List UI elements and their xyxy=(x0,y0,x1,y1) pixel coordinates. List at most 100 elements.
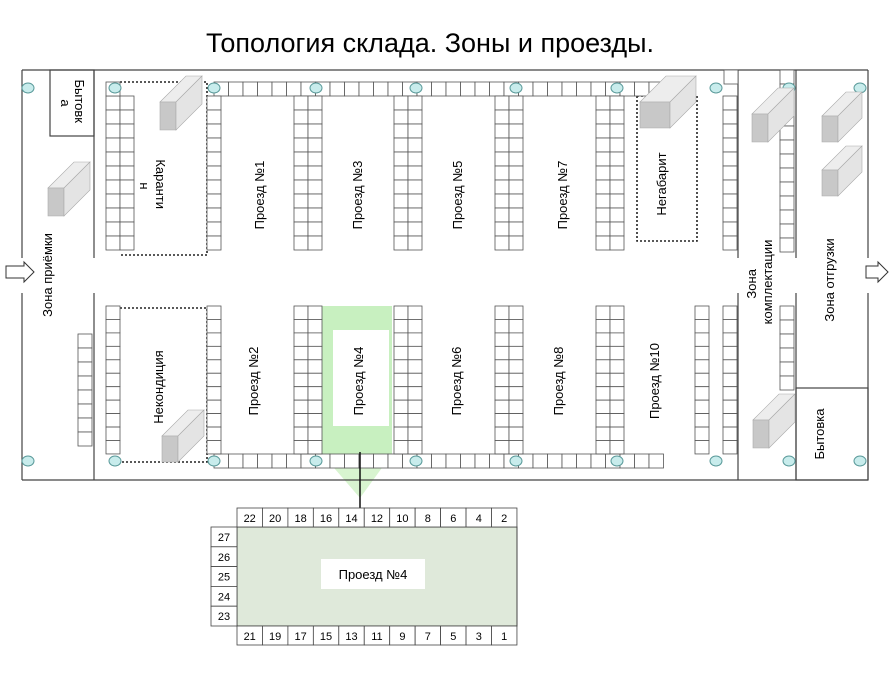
detail-aisle-label: Проезд №4 xyxy=(339,567,408,582)
aisle-3-label: Проезд №3 xyxy=(350,161,365,230)
column-17 xyxy=(709,455,723,467)
detail-top-cell-number: 16 xyxy=(320,513,332,525)
rack-bottom-column-1 xyxy=(206,305,222,455)
aisle-4-label-box xyxy=(333,330,389,426)
column-1 xyxy=(108,82,122,94)
box-oversize xyxy=(639,75,697,129)
detail-bottom-cell-number: 15 xyxy=(320,631,332,643)
column-15 xyxy=(509,455,523,467)
column-14 xyxy=(409,455,423,467)
detail-side-cell-number: 26 xyxy=(218,552,230,564)
detail-label-box xyxy=(321,559,425,589)
column-16 xyxy=(610,455,624,467)
detail-side-cell-number: 27 xyxy=(218,532,230,544)
column-2 xyxy=(207,82,221,94)
detail-bottom-cell-number: 1 xyxy=(501,631,507,643)
aisle-10-label: Проезд №10 xyxy=(647,343,662,419)
detail-bottom-cell-number: 21 xyxy=(244,631,256,643)
rack-bottom-column-2 xyxy=(293,305,323,455)
rack-bottom-column-7 xyxy=(722,305,738,455)
detail-side-cell-number: 23 xyxy=(218,611,230,623)
rack-top-column-4 xyxy=(494,95,524,251)
aisle-7-label: Проезд №7 xyxy=(555,161,570,230)
column-11 xyxy=(108,455,122,467)
rack-top-column-1 xyxy=(206,95,222,251)
building-walls xyxy=(21,69,869,481)
rack-bottom-column-0 xyxy=(105,305,121,455)
detail-top-cell-number: 4 xyxy=(476,513,482,525)
box-quarantine xyxy=(159,75,203,131)
box-shipping-1 xyxy=(821,91,863,143)
column-12 xyxy=(207,455,221,467)
detail-side-cell-number: 24 xyxy=(218,591,230,603)
rack-bottom-row xyxy=(213,453,664,469)
column-5 xyxy=(509,82,523,94)
rack-picking-top xyxy=(723,69,739,85)
page-title: Топология склада. Зоны и проезды. xyxy=(206,28,654,58)
detail-top-cell-number: 20 xyxy=(269,513,281,525)
box-receiving xyxy=(47,161,91,217)
zone-oversize-label: Негабарит xyxy=(654,152,669,215)
detail-bottom-cell-number: 13 xyxy=(345,631,357,643)
column-4 xyxy=(409,82,423,94)
detail-bottom-cell-number: 19 xyxy=(269,631,281,643)
column-18 xyxy=(782,455,796,467)
aisle-2-label: Проезд №2 xyxy=(246,347,261,416)
rack-bottom-column-5 xyxy=(595,305,625,455)
rack-picking-bottom xyxy=(779,305,795,391)
detail-side-cell xyxy=(210,605,238,627)
detail-top-cell-number: 2 xyxy=(501,513,507,525)
box-picking-top xyxy=(751,87,795,143)
rack-top-column-5 xyxy=(595,95,625,251)
zone-receiving-label: Зона приёмки xyxy=(40,233,55,317)
rack-grids xyxy=(77,69,795,469)
detail-bottom-cell-number: 5 xyxy=(450,631,456,643)
detail-top-cell-number: 8 xyxy=(425,513,431,525)
detail-bottom-cell-number: 7 xyxy=(425,631,431,643)
column-0 xyxy=(21,82,35,94)
entry-arrow-icon xyxy=(5,260,35,284)
zone-utility-top-label: Бытовк а xyxy=(58,79,87,126)
box-shipping-2 xyxy=(821,145,863,197)
detail-top-cell-number: 14 xyxy=(345,513,357,525)
detail-bottom-cell xyxy=(491,625,518,646)
zone-picking-label: Зона комплектации xyxy=(744,240,775,325)
column-9 xyxy=(853,82,867,94)
rack-top-column-2 xyxy=(293,95,323,251)
detail-top-cell-number: 18 xyxy=(294,513,306,525)
rack-top-column-6 xyxy=(722,95,738,251)
detail-bottom-cell-number: 11 xyxy=(371,631,382,643)
rack-bottom-column-4 xyxy=(494,305,524,455)
rack-bottom-column-3 xyxy=(393,305,423,455)
detail-bottom-cell-number: 3 xyxy=(476,631,482,643)
aisle-8-label: Проезд №8 xyxy=(551,347,566,416)
rack-top-column-3 xyxy=(393,95,423,251)
exit-arrow-icon xyxy=(865,260,889,284)
zone-utility-bottom-label: Бытовка xyxy=(812,408,827,460)
aisle-5-label: Проезд №5 xyxy=(450,161,465,230)
rack-receiving xyxy=(77,333,93,447)
column-6 xyxy=(610,82,624,94)
aisle-6-label: Проезд №6 xyxy=(449,347,464,416)
zone-shipping-label: Зона отгрузки xyxy=(822,238,837,321)
detail-side-cell-number: 25 xyxy=(218,572,230,584)
zone-quarantine-label: Каранти н xyxy=(137,159,168,212)
detail-top-cell xyxy=(491,507,518,528)
column-19 xyxy=(853,455,867,467)
detail-bottom-cell-number: 9 xyxy=(399,631,405,643)
aisle-1-label: Проезд №1 xyxy=(252,161,267,230)
rack-top-row xyxy=(213,81,664,97)
box-nonconforming xyxy=(161,409,205,463)
rack-top-column-0 xyxy=(105,95,135,251)
detail-top-cell-number: 10 xyxy=(396,513,408,525)
detail-top-cell-number: 6 xyxy=(450,513,456,525)
pallet-boxes xyxy=(47,75,863,463)
zone-nonconforming-label: Некондиция xyxy=(151,350,166,423)
detail-top-cell-number: 12 xyxy=(371,513,383,525)
rack-bottom-column-6 xyxy=(694,305,710,455)
detail-top-cell-number: 22 xyxy=(244,513,256,525)
detail-top-cells: 22 20 18 16 14 12 10 8 6 4 2 xyxy=(236,507,518,528)
